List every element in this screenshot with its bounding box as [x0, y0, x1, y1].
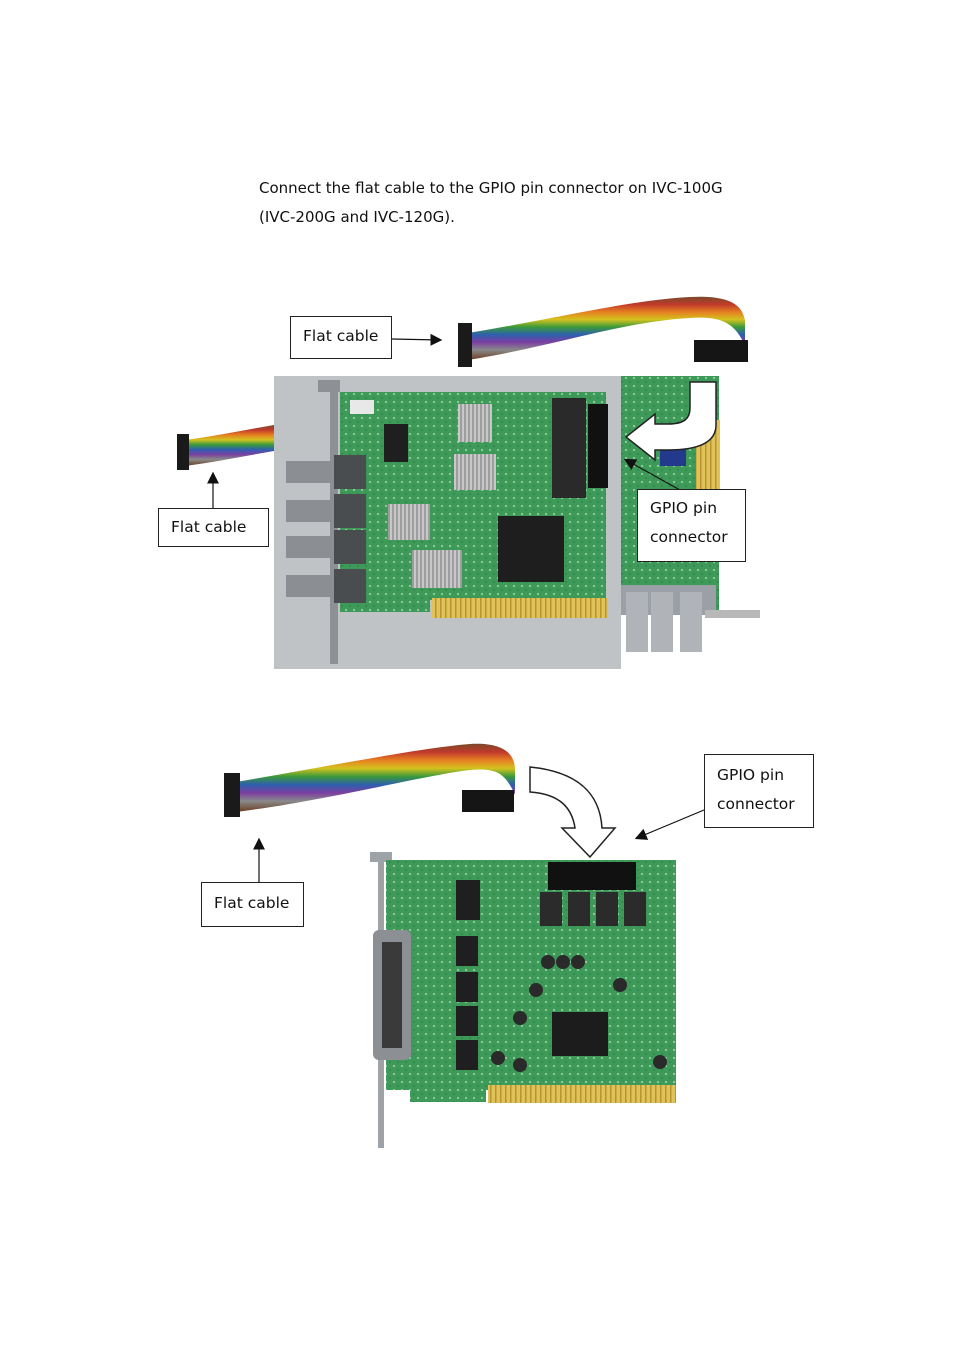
callout-gpio-connector-1: GPIO pin connector [637, 489, 746, 562]
callout-gpio-1-line1: GPIO pin [650, 499, 718, 517]
flat-cable-left-image [177, 425, 274, 470]
callout-gpio-1-line2: connector [650, 528, 728, 546]
gpio-connector-arrow-1 [623, 458, 681, 491]
callout-flat-cable-top: Flat cable [290, 316, 392, 359]
flat-cable-top-image [458, 296, 748, 367]
gpio-card-image [370, 852, 676, 1148]
callout-flat-cable-2: Flat cable [201, 882, 304, 927]
callout-flat-cable-2-text: Flat cable [214, 894, 290, 912]
gpio-connector-arrow-2 [634, 809, 705, 840]
instruction-line-2: (IVC-200G and IVC-120G). [259, 208, 455, 226]
callout-flat-cable-left-text: Flat cable [171, 518, 247, 536]
flat-cable-top-arrow [391, 333, 443, 346]
callout-gpio-2-line1: GPIO pin [717, 766, 785, 784]
flat-cable-2-image [224, 743, 515, 817]
callout-flat-cable-left: Flat cable [158, 508, 269, 547]
instruction-text: Connect the flat cable to the GPIO pin c… [259, 174, 799, 232]
insert-arrow-icon [624, 381, 717, 462]
callout-flat-cable-top-text: Flat cable [303, 327, 379, 345]
instruction-line-1: Connect the flat cable to the GPIO pin c… [259, 179, 723, 197]
ivc-100g-card-image [274, 376, 621, 669]
callout-gpio-connector-2: GPIO pin connector [704, 754, 814, 828]
callout-gpio-2-line2: connector [717, 795, 795, 813]
insert-arrow-2-icon [529, 766, 617, 859]
